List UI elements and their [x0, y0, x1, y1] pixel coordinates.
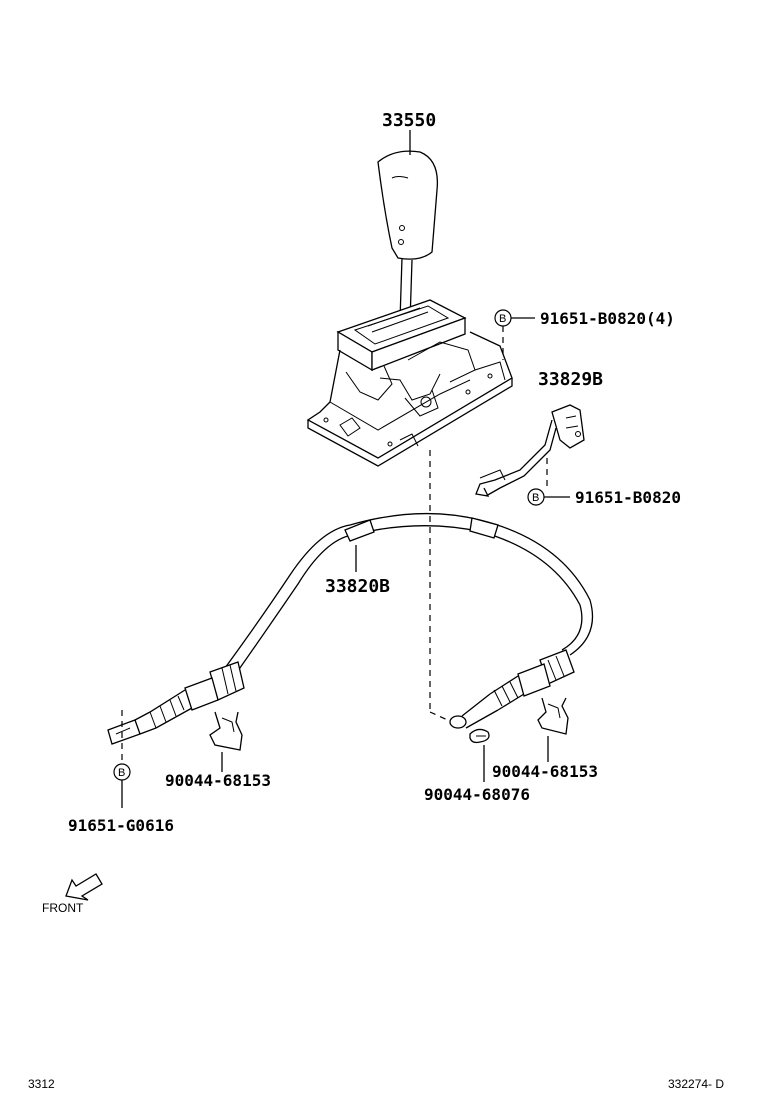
- label-33829B: 33829B: [538, 369, 603, 390]
- label-91651-B0820: 91651-B0820: [575, 488, 681, 507]
- bracket-assembly: [475, 404, 585, 497]
- label-91651-G0616: 91651-G0616: [68, 816, 174, 835]
- bolt-marker-top: B: [494, 309, 512, 327]
- footer-left-code: 3312: [28, 1077, 55, 1091]
- svg-text:B: B: [118, 767, 125, 779]
- svg-text:B: B: [532, 492, 539, 504]
- cable-assembly: [107, 512, 594, 760]
- front-arrow-icon: [65, 873, 103, 901]
- label-90044-68153-left: 90044-68153: [165, 771, 271, 790]
- bolt-marker-bracket: B: [527, 488, 545, 506]
- footer-right-code: 332274- D: [668, 1077, 724, 1091]
- label-90044-68076: 90044-68076: [424, 785, 530, 804]
- clip-left: [209, 711, 243, 751]
- label-91651-B0820-4: 91651-B0820(4): [540, 309, 675, 328]
- bolt-marker-left: B: [113, 763, 131, 781]
- label-33550: 33550: [382, 110, 436, 131]
- pin-clip: [469, 728, 490, 744]
- shift-lever-assembly: [306, 130, 513, 467]
- front-label: FRONT: [42, 901, 84, 915]
- label-90044-68153-right: 90044-68153: [492, 762, 598, 781]
- svg-text:B: B: [499, 313, 506, 325]
- clip-right: [537, 697, 569, 735]
- label-33820B: 33820B: [325, 576, 390, 597]
